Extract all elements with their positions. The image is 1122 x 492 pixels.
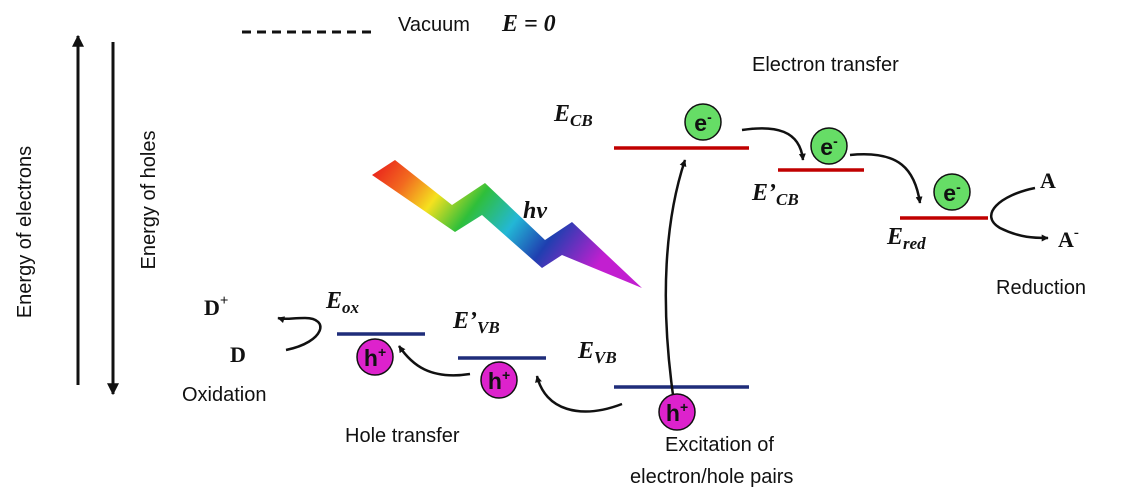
oxidized-donor-label: D+ xyxy=(204,293,228,320)
electron-symbol: e- xyxy=(943,179,961,206)
hole-energy-axis-label: Energy of holes xyxy=(138,131,160,270)
oxidation-arrow xyxy=(277,316,322,352)
hole-vb: h+ xyxy=(658,393,696,431)
electron-icon xyxy=(684,103,722,141)
hole-ox: h+ xyxy=(356,338,394,376)
electron-cb-prime: e- xyxy=(810,127,848,165)
excitation-caption-line1: Excitation of xyxy=(665,434,774,456)
vb-level-label: EVB xyxy=(577,338,617,367)
hole-icon xyxy=(658,393,696,431)
oxidation-caption: Oxidation xyxy=(182,384,267,406)
reduced-acceptor-label: A- xyxy=(1058,225,1079,252)
hole-transfer-arrow-2 xyxy=(397,345,471,377)
hole-icon xyxy=(480,361,518,399)
vb-prime-level-label: E’VB xyxy=(452,308,500,337)
hole-transfer-arrow-1 xyxy=(535,375,623,413)
vacuum-energy-label: E = 0 xyxy=(501,11,556,37)
electron-icon xyxy=(810,127,848,165)
electron-transfer-caption: Electron transfer xyxy=(752,54,899,76)
hole-symbol: h+ xyxy=(364,344,386,371)
excitation-arrow xyxy=(664,159,687,396)
ox-level-label: Eox xyxy=(325,288,360,317)
hole-icon xyxy=(356,338,394,376)
cb-level-label: ECB xyxy=(553,101,593,130)
red-level-label: Ered xyxy=(886,224,926,253)
cb-prime-level-label: E’CB xyxy=(751,180,799,209)
hole-transfer-caption: Hole transfer xyxy=(345,425,460,447)
photon-energy-label: hv xyxy=(523,198,547,224)
hole-vb-prime: h+ xyxy=(480,361,518,399)
electron-cb: e- xyxy=(684,103,722,141)
reduction-arrow xyxy=(990,186,1049,242)
electron-symbol: e- xyxy=(820,133,838,160)
excitation-caption-line2: electron/hole pairs xyxy=(630,466,793,488)
light-bolt-icon xyxy=(372,160,642,288)
electron-icon xyxy=(933,173,971,211)
electron-symbol: e- xyxy=(694,109,712,136)
donor-label: D xyxy=(230,342,246,367)
electron-transfer-arrow-1 xyxy=(741,127,806,161)
reduction-caption: Reduction xyxy=(996,277,1086,299)
electron-transfer-arrow-2 xyxy=(849,152,923,204)
electron-red: e- xyxy=(933,173,971,211)
hole-symbol: h+ xyxy=(666,399,688,426)
acceptor-label: A xyxy=(1040,168,1056,193)
hole-symbol: h+ xyxy=(488,367,510,394)
electron-energy-axis-label: Energy of electrons xyxy=(14,146,36,318)
vacuum-label: Vacuum xyxy=(398,14,470,36)
